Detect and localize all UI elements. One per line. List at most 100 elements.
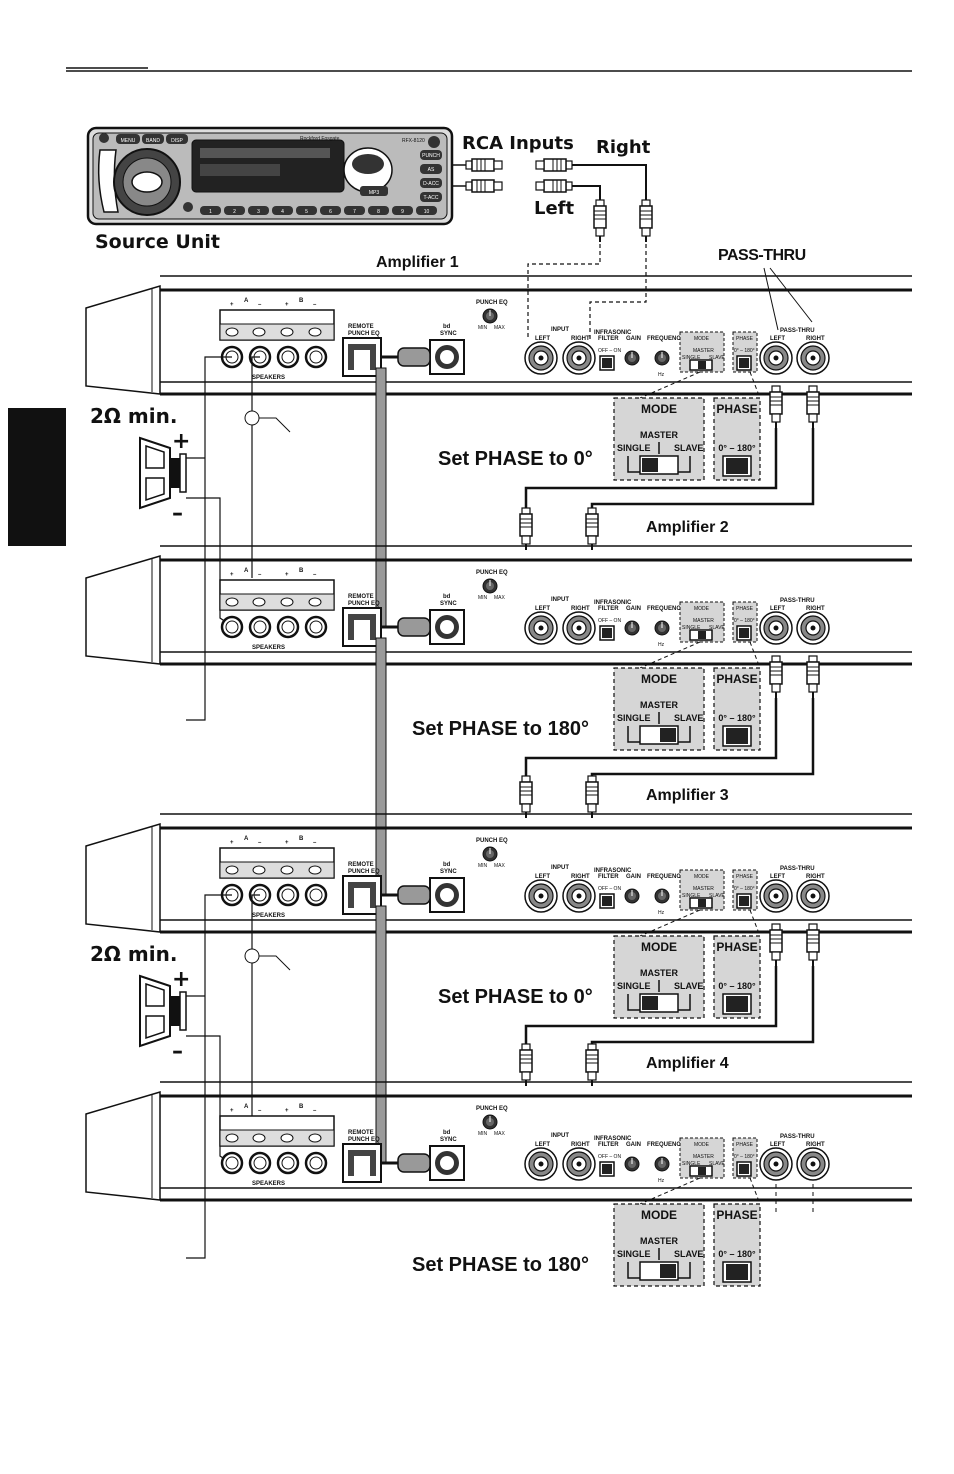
terminal-plus-b: +: [285, 572, 289, 578]
callout-phase-label: PHASE: [716, 402, 757, 416]
terminal-screw: [225, 597, 239, 607]
callout-master-label: MASTER: [640, 700, 679, 710]
pass-thru-left-label: LEFT: [770, 1142, 785, 1148]
callout-mode-knob: [660, 1264, 676, 1278]
gain-label: GAIN: [626, 874, 641, 880]
max-label: MAX: [494, 595, 506, 601]
input-plug-right: [585, 1043, 599, 1087]
callout-master-label: MASTER: [640, 430, 679, 440]
master-label: MASTER: [693, 618, 714, 624]
terminal-screw: [308, 597, 322, 607]
link-cable-right: [590, 698, 815, 776]
mode-callout-leader: [639, 641, 701, 669]
remote-cable: [375, 637, 387, 896]
terminal-minus-a: –: [258, 1108, 262, 1114]
terminal-a-label: A: [244, 1104, 249, 1110]
source-unit-label: Source Unit: [95, 231, 220, 253]
pass-thru-right-label: RIGHT: [806, 336, 825, 342]
callout-master-label: MASTER: [640, 1236, 679, 1246]
pass-thru-plug-left: [769, 923, 783, 967]
terminal-screw: [252, 597, 266, 607]
terminal-a-label: A: [244, 298, 249, 304]
single-label: SINGLE: [682, 625, 701, 631]
punch-eq-sub-label: PUNCH EQ: [348, 1137, 380, 1143]
callout-phase-knob: [726, 728, 748, 744]
sync-label: SYNC: [440, 331, 457, 337]
speakers-label: SPEAKERS: [252, 913, 285, 919]
rca-plug-right-amp1: [639, 199, 653, 243]
pass-thru-left-jack: [759, 611, 793, 645]
speaker-post: [304, 615, 328, 639]
terminal-screw: [225, 1133, 239, 1143]
link-connector: [397, 617, 431, 637]
frequency-knob: [654, 888, 670, 904]
mode-callout-leader: [639, 909, 701, 937]
input-label: INPUT: [551, 865, 569, 871]
input-plug-right: [585, 775, 599, 819]
callout-mode-knob: [660, 728, 676, 742]
remote-label: REMOTE: [348, 324, 374, 330]
terminal-strip: [219, 593, 335, 611]
pass-thru-plug-right: [806, 385, 820, 429]
speaker-post: [304, 883, 328, 907]
speaker-post: [276, 615, 300, 639]
preset-label: 1: [209, 209, 212, 215]
section-tab: [8, 408, 66, 546]
mp3-label: MP3: [369, 190, 380, 196]
model-label: RFX-8120: [402, 138, 425, 144]
remote-jack-slot: [354, 620, 370, 640]
slave-label: SLAVE: [709, 355, 725, 361]
amplifier-2-label: Amplifier 2: [646, 519, 729, 536]
frequency-label: FREQUENCY: [647, 336, 685, 342]
terminal-screw: [280, 327, 294, 337]
frequency-knob: [654, 620, 670, 636]
slave-label: SLAVE: [709, 893, 725, 899]
callout-phase-knob: [726, 1264, 748, 1280]
infrasonic-switch-knob: [602, 1164, 612, 1174]
callout-single-label: SINGLE: [617, 713, 651, 723]
remote-label: REMOTE: [348, 1130, 374, 1136]
gain-knob: [624, 350, 640, 366]
input-left-jack: [524, 611, 558, 645]
infrasonic-switch-knob: [602, 896, 612, 906]
filter-label: FILTER: [598, 336, 619, 342]
impedance-label: 2Ω min.: [90, 404, 177, 428]
phase-callout-leader: [749, 909, 761, 937]
source-unit: MENU BAND DISP MP3 Rockford Fosgate RFX-…: [86, 126, 454, 226]
phase-range-label: 0° – 180°: [734, 1154, 755, 1160]
preset-button: [296, 206, 317, 215]
terminal-screw: [225, 865, 239, 875]
filter-label: FILTER: [598, 606, 619, 612]
sync-label: SYNC: [440, 1137, 457, 1143]
infrasonic-label: INFRASONIC: [594, 1136, 632, 1142]
amplifier-3-label: Amplifier 3: [646, 787, 729, 804]
single-label: SINGLE: [682, 893, 701, 899]
punch-button-label: PUNCH: [422, 153, 440, 159]
mode-switch-knob: [698, 899, 706, 907]
pass-thru-plug-left: [769, 385, 783, 429]
bd-sync-pins: [440, 620, 454, 634]
terminal-minus-a: –: [258, 572, 262, 578]
preset-button: [200, 206, 221, 215]
callout-single-label: SINGLE: [617, 1249, 651, 1259]
terminal-b-label: B: [299, 568, 304, 574]
speaker-plus: +: [172, 967, 190, 992]
frequency-knob: [654, 1156, 670, 1172]
rca-left-label: Left: [534, 198, 575, 219]
callout-phase-range: 0° – 180°: [718, 713, 756, 723]
rca-right-label: Right: [596, 137, 651, 158]
terminal-minus-b: –: [313, 1108, 317, 1114]
callout-slave-label: SLAVE: [674, 443, 703, 453]
phase-label: PHASE: [736, 874, 754, 880]
link-cable-left: [524, 966, 778, 1044]
terminal-plus-b: +: [285, 302, 289, 308]
gain-label: GAIN: [626, 1142, 641, 1148]
phase-instruction-3: Set PHASE to 0°: [438, 986, 593, 1008]
preset-label: 8: [377, 209, 380, 215]
max-label: MAX: [494, 325, 506, 331]
menu-button: [116, 134, 140, 144]
callout-mode-label: MODE: [641, 940, 677, 954]
callout-phase-label: PHASE: [716, 1208, 757, 1222]
